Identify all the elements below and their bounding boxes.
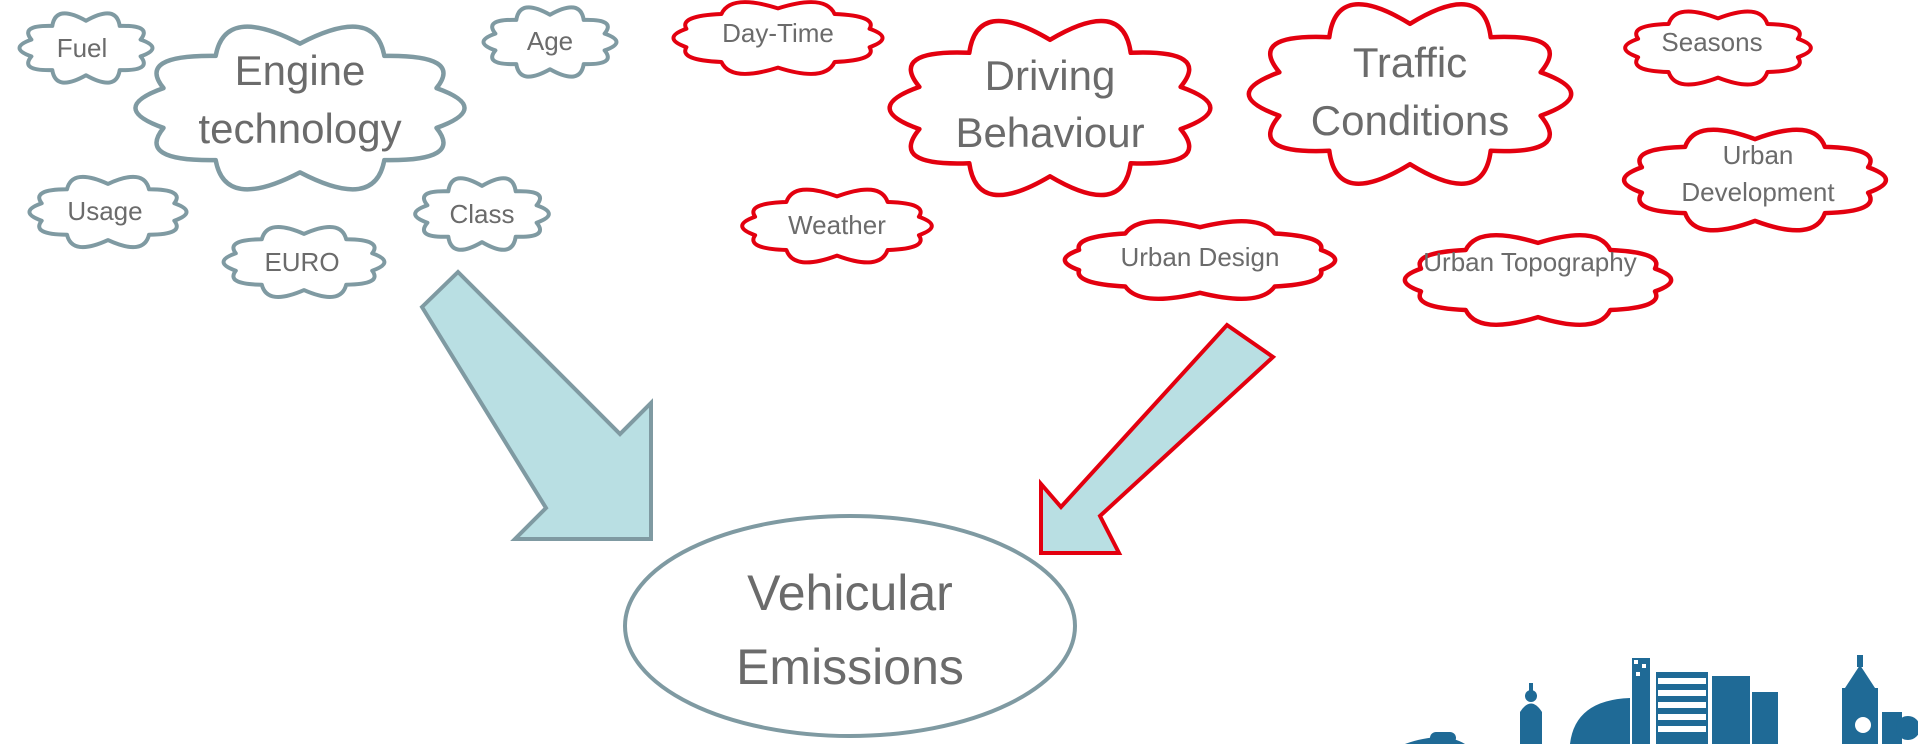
urban-design-label: Urban Design — [1121, 242, 1280, 272]
conditions-label: Conditions — [1311, 97, 1509, 144]
driving-label: Driving — [985, 52, 1116, 99]
behaviour-label: Behaviour — [955, 109, 1144, 156]
technology-label: technology — [198, 105, 401, 152]
seasons-label: Seasons — [1661, 27, 1762, 57]
cloud-driving-behaviour: Driving Behaviour — [887, 18, 1213, 198]
age-label: Age — [527, 26, 573, 56]
cloud-outline — [17, 11, 155, 85]
engine-label: Engine — [235, 47, 366, 94]
vehicular-emissions-node: Vehicular Emissions — [623, 514, 1077, 738]
cloud-seasons: Seasons — [1623, 9, 1813, 87]
development-label: Development — [1681, 177, 1835, 207]
cloud-urban-design: Urban Design — [1062, 218, 1338, 302]
cloud-outline — [27, 174, 189, 250]
cloud-urban-topography: Urban Topography — [1402, 232, 1674, 328]
cloud-outline — [740, 187, 934, 265]
cloud-outline — [1246, 2, 1574, 186]
cloud-outline — [1623, 9, 1813, 87]
cloud-outline — [1062, 218, 1338, 302]
cloud-outline — [413, 176, 551, 252]
euro-label: EURO — [264, 247, 339, 277]
fuel-label: Fuel — [57, 33, 108, 63]
cloud-age: Age — [481, 5, 619, 79]
urban-topography-label: Urban Topography — [1423, 247, 1636, 277]
cloud-urban-development: Urban Development — [1621, 127, 1889, 233]
emissions-label: Emissions — [736, 639, 964, 695]
cloud-outline — [1621, 127, 1889, 233]
vehicular-label: Vehicular — [747, 565, 953, 621]
cloud-outline — [671, 0, 885, 76]
cloud-outline — [887, 18, 1213, 198]
cloud-weather: Weather — [740, 187, 934, 265]
cloud-fuel: Fuel — [17, 11, 155, 85]
arrow-down-right-icon — [419, 269, 653, 541]
cloud-usage: Usage — [27, 174, 189, 250]
city-skyline-logo — [1405, 655, 1918, 744]
cloud-class: Class — [413, 176, 551, 252]
cloud-outline — [133, 24, 467, 192]
cloud-outline — [481, 5, 619, 79]
arrow-down-left-icon — [1039, 322, 1277, 555]
urban-label: Urban — [1723, 140, 1794, 170]
cloud-traffic-conditions: Traffic Conditions — [1246, 2, 1574, 186]
usage-label: Usage — [67, 196, 142, 226]
cloud-euro: EURO — [221, 225, 387, 299]
cloud-day-time: Day-Time — [671, 0, 885, 76]
class-label: Class — [449, 199, 514, 229]
cloud-outline — [1402, 232, 1674, 328]
day-time-label: Day-Time — [722, 18, 834, 48]
traffic-label: Traffic — [1353, 39, 1467, 86]
cloud-engine-technology: Engine technology — [133, 24, 467, 192]
cloud-outline — [221, 225, 387, 299]
weather-label: Weather — [788, 210, 886, 240]
